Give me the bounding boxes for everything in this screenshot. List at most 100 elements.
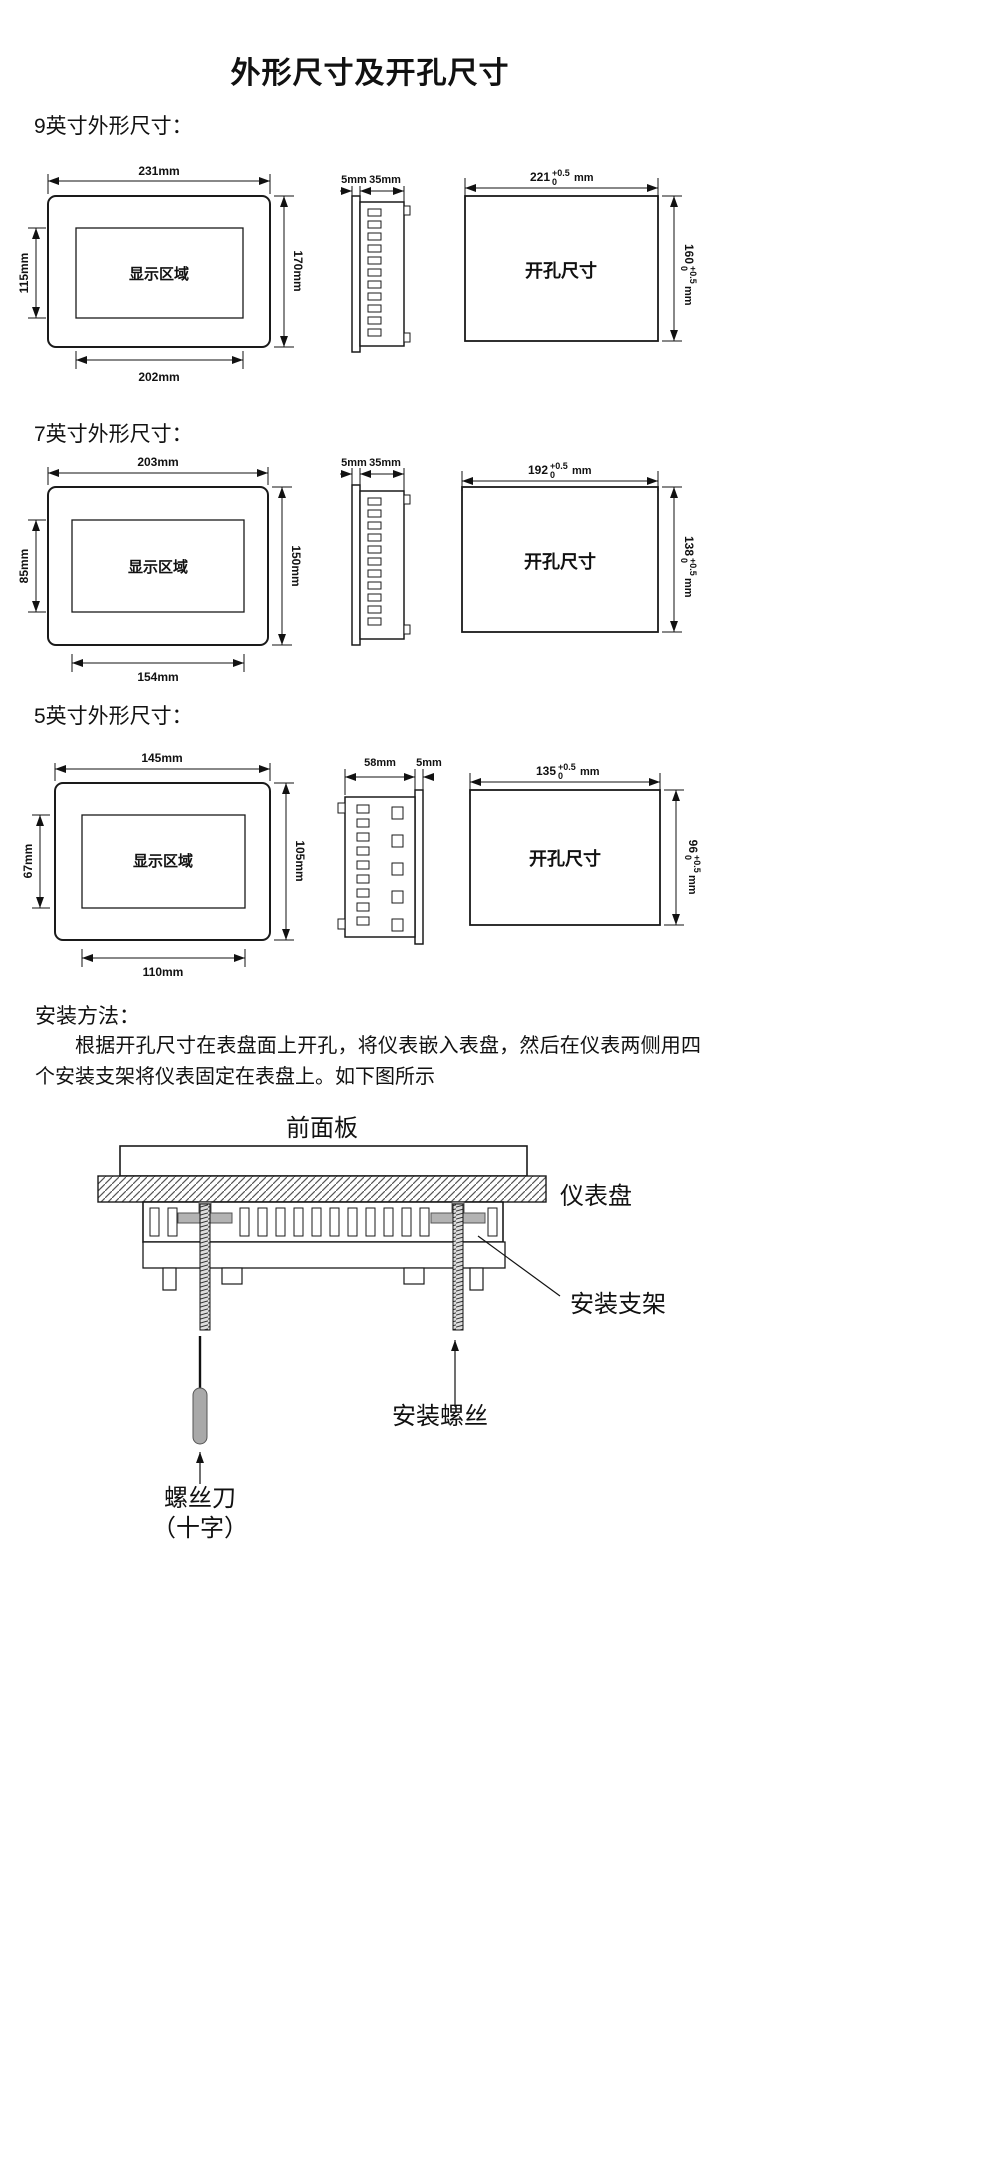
- front-view-7inch: 显示区域 203mm 85mm 150mm 154mm: [17, 455, 303, 684]
- dim-height-7inch: 150mm: [289, 545, 303, 586]
- cutout-height-group-7inch: 138 +0.5 0 mm: [679, 536, 698, 598]
- display-area-5inch: [81, 814, 246, 909]
- dimension-lines-5inch-side: [344, 769, 434, 795]
- cutout-height-unit-5inch: mm: [686, 875, 698, 895]
- bezel-flange-5inch: [414, 789, 424, 945]
- dimension-lines-5inch-cutout: [469, 773, 684, 926]
- cutout-width-5inch: 135: [536, 764, 556, 778]
- body-vent-slots: [149, 1207, 498, 1237]
- dim-width-7inch: 203mm: [137, 455, 178, 469]
- vent-slots-7inch: [367, 497, 382, 626]
- front-panel-label: 前面板: [286, 1115, 358, 1142]
- dimension-lines-9inch-cutout: [464, 178, 682, 342]
- cutout-view-5inch: 开孔尺寸 135 +0.5 0 mm 96 +0.5 0 mm: [469, 762, 702, 926]
- dim-flange-5inch: 5mm: [416, 757, 442, 769]
- cutout-height-unit-7inch: mm: [682, 578, 694, 598]
- cutout-width-unit-5inch: mm: [580, 766, 600, 778]
- screw-label: 安装螺丝: [392, 1403, 488, 1430]
- case-body-5inch: [344, 796, 416, 938]
- bezel-flange-9inch: [351, 195, 361, 353]
- cutout-width-tol-plus-9inch: +0.5: [552, 168, 570, 178]
- cutout-height-tol-plus-5inch: +0.5: [692, 855, 702, 873]
- dimension-lines-7inch-side: [340, 468, 405, 493]
- cutout-view-9inch: 开孔尺寸 221 +0.5 0 mm 160 +0.5 0 mm: [464, 168, 698, 342]
- dim-display-height-5inch: 67mm: [21, 844, 35, 879]
- mounting-screw-left: [199, 1203, 211, 1331]
- cutout-height-group-5inch: 96 +0.5 0 mm: [683, 840, 702, 895]
- dim-depth-9inch: 35mm: [369, 174, 401, 186]
- bezel-flange-7inch: [351, 484, 361, 646]
- front-panel: [119, 1145, 528, 1177]
- vent-slots-9inch: [367, 208, 382, 337]
- dim-display-width-5inch: 110mm: [143, 965, 184, 979]
- screwdriver-handle: [192, 1387, 208, 1445]
- instrument-panel-label: 仪表盘: [560, 1183, 632, 1210]
- dim-depth-7inch: 35mm: [369, 457, 401, 469]
- front-view-9inch: 显示区域 231mm 115mm 170mm 202mm: [17, 164, 305, 384]
- page-title: 外形尺寸及开孔尺寸: [230, 57, 510, 90]
- cutout-height-5inch: 96: [686, 840, 700, 854]
- dim-flange-7inch: 5mm: [341, 457, 367, 469]
- cutout-height-tol-minus-5inch: 0: [683, 855, 693, 860]
- vent-slots-5inch: [356, 804, 404, 932]
- screwdriver-type-label: （十字）: [152, 1515, 248, 1542]
- display-area-label-5inch: 显示区域: [133, 852, 193, 870]
- cutout-height-7inch: 138: [682, 536, 696, 556]
- section-heading-9inch: 9英寸外形尺寸：: [34, 115, 193, 138]
- dim-display-width-7inch: 154mm: [137, 670, 178, 684]
- bracket-pointer-line: [477, 1235, 561, 1297]
- cutout-width-9inch: 221: [530, 170, 550, 184]
- display-area-7inch: [71, 519, 245, 613]
- screwdriver-label: 螺丝刀: [164, 1485, 236, 1512]
- dim-height-9inch: 170mm: [291, 250, 305, 291]
- cutout-width-tol-minus-9inch: 0: [552, 177, 557, 187]
- display-area-label-7inch: 显示区域: [128, 558, 188, 576]
- instrument-panel-cross-section: [97, 1175, 547, 1203]
- cutout-width-unit-9inch: mm: [574, 172, 594, 184]
- dim-height-5inch: 105mm: [293, 840, 307, 881]
- cutout-height-tol-minus-9inch: 0: [679, 266, 689, 271]
- dim-flange-9inch: 5mm: [341, 174, 367, 186]
- cutout-width-tol-plus-5inch: +0.5: [558, 762, 576, 772]
- cutout-height-tol-plus-9inch: +0.5: [688, 266, 698, 284]
- side-view-5inch: 58mm 5mm: [337, 757, 442, 945]
- dim-depth-5inch: 58mm: [364, 757, 396, 769]
- rear-housing: [142, 1241, 506, 1269]
- dim-width-5inch: 145mm: [141, 751, 182, 765]
- cutout-width-tol-minus-5inch: 0: [558, 771, 563, 781]
- mounting-screw-right: [452, 1203, 464, 1331]
- dimension-lines-5inch-front: [32, 763, 294, 967]
- cutout-height-group-9inch: 160 +0.5 0 mm: [679, 244, 698, 306]
- cutout-view-7inch: 开孔尺寸 192 +0.5 0 mm 138 +0.5 0 mm: [461, 461, 698, 633]
- cutout-height-unit-9inch: mm: [682, 286, 694, 306]
- dim-display-width-9inch: 202mm: [138, 370, 179, 384]
- diagram-9inch: 显示区域 231mm 115mm 170mm 202mm 5mm 35mm: [17, 164, 698, 384]
- installation-diagram: 前面板 仪表盘 安装支架: [97, 1115, 666, 1542]
- cutout-width-tol-plus-7inch: +0.5: [550, 461, 568, 471]
- section-heading-7inch: 7英寸外形尺寸：: [34, 423, 193, 446]
- dim-display-height-7inch: 85mm: [17, 549, 31, 584]
- cutout-height-9inch: 160: [682, 244, 696, 264]
- display-area-label-9inch: 显示区域: [129, 265, 189, 283]
- side-view-7inch: 5mm 35mm: [340, 457, 411, 646]
- cutout-label-9inch: 开孔尺寸: [525, 260, 597, 281]
- dimension-lines-7inch-cutout: [461, 471, 682, 633]
- cutout-label-5inch: 开孔尺寸: [529, 848, 601, 869]
- cutout-height-tol-minus-7inch: 0: [679, 558, 689, 563]
- cutout-width-7inch: 192: [528, 463, 548, 477]
- install-heading: 安装方法：: [35, 1004, 140, 1028]
- dim-width-9inch: 231mm: [138, 164, 179, 178]
- diagram-5inch: 显示区域 145mm 67mm 105mm 110mm 58mm 5mm: [21, 751, 702, 979]
- rear-housing-tabs: [162, 1267, 484, 1291]
- front-view-5inch: 显示区域 145mm 67mm 105mm 110mm: [21, 751, 307, 979]
- cutout-width-unit-7inch: mm: [572, 465, 592, 477]
- cutout-label-7inch: 开孔尺寸: [524, 551, 596, 572]
- section-heading-5inch: 5英寸外形尺寸：: [34, 705, 193, 728]
- dimension-lines-9inch-front: [28, 174, 294, 369]
- bracket-label: 安装支架: [570, 1291, 666, 1318]
- cutout-width-tol-minus-7inch: 0: [550, 470, 555, 480]
- display-area-9inch: [75, 227, 244, 319]
- dimension-lines-7inch-front: [28, 467, 292, 672]
- cutout-height-tol-plus-7inch: +0.5: [688, 558, 698, 576]
